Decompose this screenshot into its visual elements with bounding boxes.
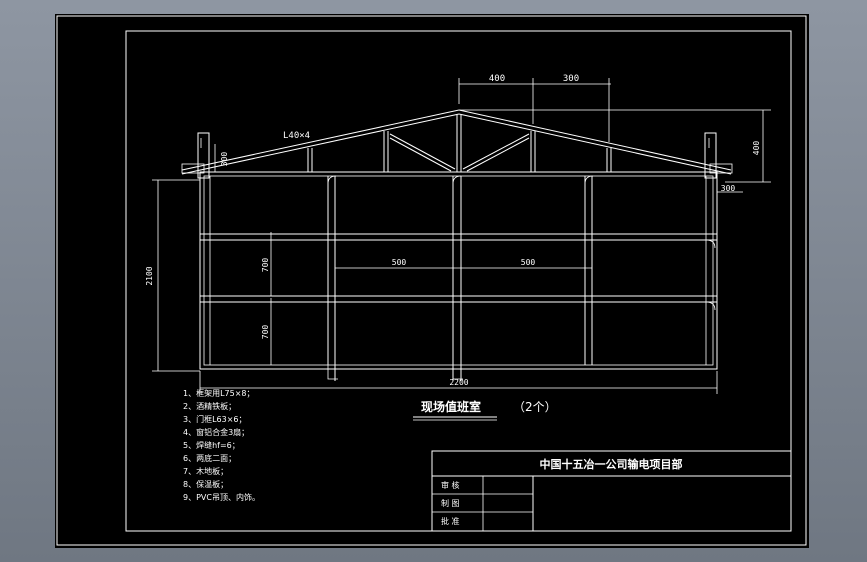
note-item: 9、PVC吊顶、内饰。 [183, 492, 260, 502]
note-item: 6、两底二面； [183, 453, 236, 463]
dim-500-left: 500 [392, 258, 407, 267]
note-item: 7、木地板； [183, 466, 228, 476]
drawing-title: 现场值班室 [421, 399, 481, 414]
dim-300-top: 300 [563, 74, 579, 84]
dim-700-lower: 700 [261, 325, 270, 340]
note-item: 5、焊缝hf=6； [183, 440, 240, 450]
dim-700-upper: 700 [261, 258, 270, 273]
dim-400-right: 400 [752, 141, 761, 156]
title-block [431, 450, 792, 532]
notes-list: 1、框架用L75×8； 2、酒精铁板； 3、门框L63×6； 4、窗铝合金3扇；… [183, 388, 260, 502]
dim-2100: 2100 [145, 266, 154, 285]
dim-500-right: 500 [521, 258, 536, 267]
dim-300-left: 300 [220, 152, 229, 167]
note-item: 1、框架用L75×8； [183, 388, 255, 398]
dim-400-top: 400 [489, 74, 505, 84]
roof-member-label: L40×4 [283, 131, 310, 141]
dimension-lines [152, 78, 771, 394]
cad-drawing-canvas: 400 300 300 400 300 2100 700 700 500 500… [55, 14, 809, 548]
drawing-count: （2个） [513, 400, 557, 414]
note-item: 4、窗铝合金3扇； [183, 427, 249, 437]
drawing-svg: 400 300 300 400 300 2100 700 700 500 500… [56, 15, 807, 546]
drafter-label: 制 图 [441, 498, 460, 508]
review-label: 审 核 [441, 480, 460, 490]
roof-truss [181, 109, 733, 179]
dim-2200: 2200 [449, 378, 468, 387]
outer-border [56, 15, 807, 546]
approver-label: 批 准 [441, 516, 460, 526]
note-item: 3、门框L63×6； [183, 414, 247, 424]
note-item: 2、酒精铁板； [183, 401, 236, 411]
project-name: 中国十五冶一公司输电项目部 [540, 457, 683, 471]
frame-elevation [199, 171, 718, 381]
dim-300-right: 300 [721, 184, 736, 193]
note-item: 8、保温板； [183, 479, 228, 489]
